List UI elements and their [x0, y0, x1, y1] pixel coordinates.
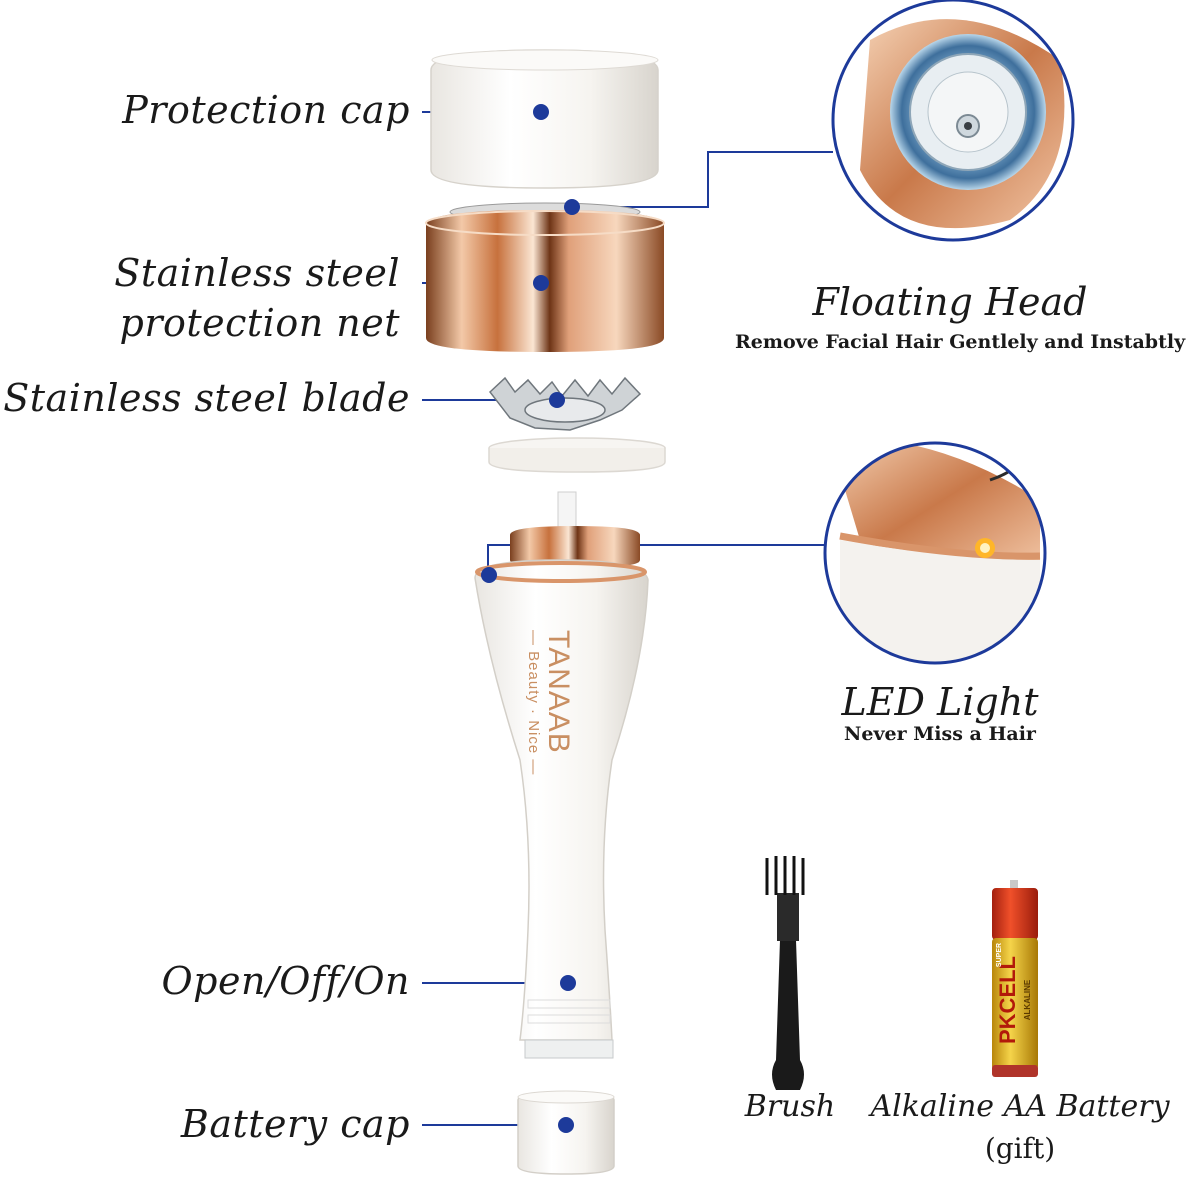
accessory-brush-label: Brush [744, 1089, 836, 1124]
accessory-battery-note: (gift) [984, 1132, 1056, 1165]
leader-line-led [487, 544, 827, 575]
aa-battery: PKCELL ALKALINE SUPER [992, 880, 1038, 1077]
callout-dots [481, 104, 580, 1133]
callout-led-title: LED Light [841, 680, 1039, 724]
callout-dot-icon [533, 275, 549, 291]
callout-dot-icon [560, 975, 576, 991]
label-battery-cap: Battery cap [180, 1102, 410, 1146]
label-protection-cap: Protection cap [122, 88, 410, 132]
shaver-body-illustration [474, 491, 649, 1059]
label-protection-net-line2: protection net [119, 301, 400, 345]
callout-dot-icon [481, 567, 497, 583]
label-protection-net: Stainless steel protection net [60, 248, 400, 348]
blade-illustration [488, 376, 642, 431]
accessory-battery-label: Alkaline AA Battery [870, 1089, 1170, 1124]
product-brand-text: TANAAB — Beauty · Nice — [524, 630, 575, 776]
label-switch: Open/Off/On [161, 959, 410, 1003]
battery-type-text: ALKALINE [1023, 979, 1032, 1020]
base-disc-illustration [488, 437, 666, 473]
product-brand-name: TANAAB [542, 630, 575, 754]
label-blade: Stainless steel blade [3, 376, 410, 420]
floating-head-detail [831, 0, 1075, 242]
callout-floating-head-title: Floating Head [812, 280, 1088, 324]
leader-line-floating-head [572, 151, 833, 208]
callout-dot-icon [549, 392, 565, 408]
callout-dot-icon [564, 199, 580, 215]
led-light-detail [823, 441, 1047, 665]
callout-led-subtitle: Never Miss a Hair [844, 723, 1036, 745]
battery-type-upper-text: SUPER [996, 943, 1003, 967]
product-brand-tagline: — Beauty · Nice — [525, 630, 542, 776]
label-protection-net-line1: Stainless steel [114, 251, 400, 295]
callout-dot-icon [533, 104, 549, 120]
cleaning-brush [765, 856, 805, 1090]
battery-brand-text: PKCELL [995, 956, 1020, 1044]
callout-floating-head-subtitle: Remove Facial Hair Gentlely and Instabtl… [735, 331, 1186, 353]
callout-dot-icon [558, 1117, 574, 1133]
